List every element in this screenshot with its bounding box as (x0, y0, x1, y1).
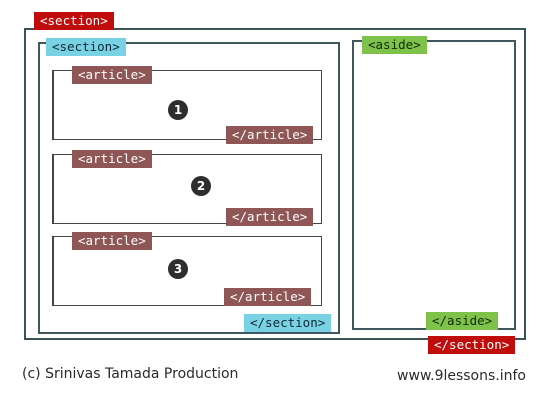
aside-open-tag: <aside> (362, 36, 427, 54)
outer-section-close-tag: </section> (428, 336, 516, 354)
article-1-number-badge: 1 (168, 100, 188, 120)
outer-section-box (24, 28, 526, 340)
inner-section-open-tag: <section> (46, 38, 126, 56)
article-2-open-tag: <article> (72, 150, 152, 168)
article-2-number-badge: 2 (191, 176, 211, 196)
site-url-text: www.9lessons.info (397, 368, 526, 384)
article-1-close-tag: </article> (226, 126, 314, 144)
article-2-close-tag: </article> (226, 208, 314, 226)
article-box-2 (52, 154, 322, 224)
article-3-close-tag: </article> (224, 288, 312, 306)
inner-section-close-tag: </section> (244, 314, 332, 332)
aside-close-tag: </aside> (426, 312, 499, 330)
article-box-1 (52, 70, 322, 140)
article-3-number-badge: 3 (168, 259, 188, 279)
article-1-open-tag: <article> (72, 66, 152, 84)
outer-section-open-tag: <section> (34, 12, 114, 30)
credit-text: (c) Srinivas Tamada Production (22, 366, 239, 382)
aside-box (352, 40, 516, 330)
inner-section-box (38, 42, 340, 334)
article-box-3 (52, 236, 322, 306)
article-3-open-tag: <article> (72, 232, 152, 250)
